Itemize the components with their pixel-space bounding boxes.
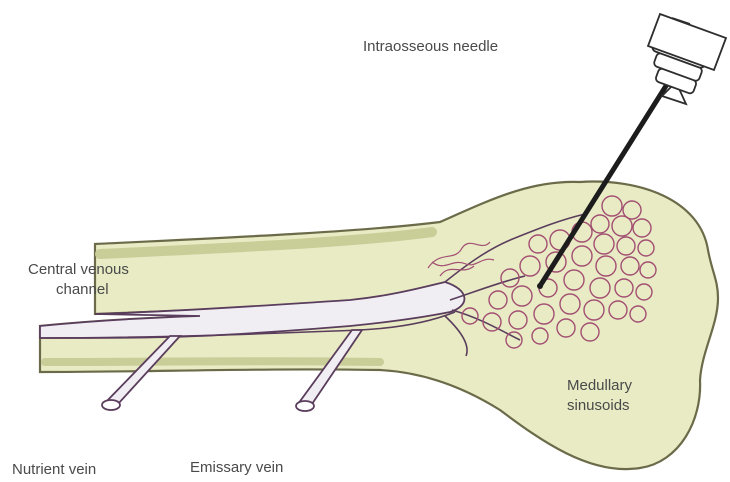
label-medullary-sinusoids-line2: sinusoids xyxy=(567,396,630,415)
nutrient-vein-end xyxy=(102,400,120,410)
label-central-venous-channel-line1: Central venous xyxy=(28,260,129,279)
label-medullary-sinusoids-line1: Medullary xyxy=(567,376,632,395)
needle-hub xyxy=(648,14,726,104)
emissary-vein-end xyxy=(296,401,314,411)
label-nutrient-vein: Nutrient vein xyxy=(12,460,96,479)
label-central-venous-channel-line2: channel xyxy=(56,280,109,299)
label-emissary-vein: Emissary vein xyxy=(190,458,283,477)
needle-tip xyxy=(537,283,543,289)
label-intraosseous-needle: Intraosseous needle xyxy=(363,37,498,56)
